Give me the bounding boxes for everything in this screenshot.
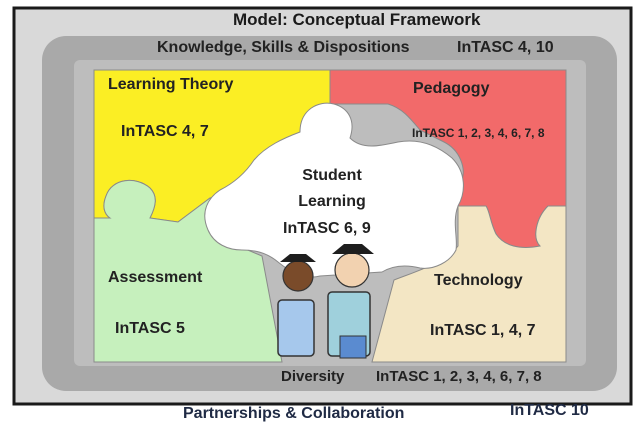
diversity-standards: InTASC 1, 2, 3, 4, 6, 7, 8 [376,368,542,385]
frame-bottom-standards: InTASC 10 [510,402,589,419]
diagram-title: Model: Conceptual Framework [233,10,481,29]
technology-standards: InTASC 1, 4, 7 [430,322,536,339]
student-learning-piece [204,102,464,278]
left-child-overalls [277,299,315,357]
frame-top-label: Knowledge, Skills & Dispositions [157,39,410,56]
frame-top-standards: InTASC 4, 10 [457,39,554,56]
assessment-standards: InTASC 5 [115,320,185,337]
learning-theory-label: Learning Theory [108,76,234,93]
diversity-label: Diversity [281,368,345,385]
frame-bottom-label: Partnerships & Collaboration [183,405,405,422]
learning-theory-standards: InTASC 4, 7 [121,123,209,140]
right-child-head [334,252,370,288]
technology-label: Technology [434,272,523,289]
pedagogy-label: Pedagogy [413,80,490,97]
left-graduation-cap-icon [280,254,316,262]
right-child-pants [339,335,367,359]
student-learning-label: Student Learning [298,167,366,210]
right-graduation-cap-icon [332,244,374,254]
left-child-head [282,260,314,292]
students-illustration [277,244,374,359]
student-learning-standards: InTASC 6, 9 [283,220,371,237]
technology-piece [371,205,567,363]
pedagogy-standards: InTASC 1, 2, 3, 4, 6, 7, 8 [412,126,545,140]
assessment-label: Assessment [108,269,203,286]
